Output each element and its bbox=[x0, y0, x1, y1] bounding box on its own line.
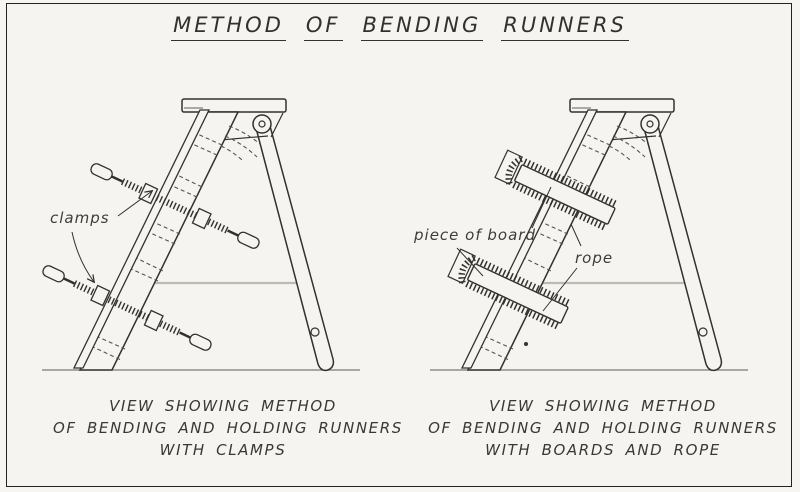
lamination-dashes bbox=[90, 125, 261, 361]
caption-line: VIEW SHOWING METHOD bbox=[109, 397, 337, 415]
rope-label: rope bbox=[575, 249, 614, 267]
title-word: BENDING bbox=[360, 13, 484, 41]
hinge-pivot bbox=[252, 114, 272, 134]
rope-band bbox=[465, 281, 559, 330]
hinge-pivot bbox=[640, 114, 660, 134]
right-figure-caption: VIEW SHOWING METHOD OF BENDING AND HOLDI… bbox=[428, 395, 778, 461]
lower-board-rope-assembly bbox=[447, 248, 570, 330]
rope-band bbox=[476, 257, 570, 306]
lamination-dashes bbox=[478, 125, 649, 361]
top-cap-board bbox=[181, 98, 287, 113]
rear-leg bbox=[643, 125, 723, 372]
clamps-leader-upper bbox=[117, 191, 152, 217]
piece-of-board bbox=[467, 263, 569, 324]
board-leader-lower bbox=[456, 247, 484, 277]
upper-clamp bbox=[90, 163, 260, 249]
leg-hole bbox=[698, 327, 708, 337]
page-title: METHOD OF BENDING RUNNERS bbox=[0, 13, 800, 41]
title-word: RUNNERS bbox=[501, 13, 629, 41]
left-figure-caption: VIEW SHOWING METHOD OF BENDING AND HOLDI… bbox=[53, 395, 403, 461]
front-leg-runner-form bbox=[72, 109, 261, 371]
piece-of-board-label: piece of board bbox=[414, 226, 536, 244]
gusset-line bbox=[658, 112, 672, 138]
board-leader-upper bbox=[531, 186, 552, 229]
top-cap-board bbox=[569, 98, 675, 113]
ink-dot bbox=[524, 342, 528, 346]
lower-clamp bbox=[42, 265, 212, 351]
right-trestle-boards-rope-drawing bbox=[430, 98, 748, 372]
title-word: METHOD bbox=[171, 13, 286, 41]
piece-of-board bbox=[514, 164, 616, 225]
caption-line: VIEW SHOWING METHOD bbox=[489, 397, 717, 415]
gusset-line bbox=[219, 135, 269, 141]
rope-band bbox=[512, 182, 606, 231]
caption-line: WITH BOARDS AND ROPE bbox=[485, 441, 721, 459]
rope-band bbox=[523, 158, 617, 207]
caption-line: WITH CLAMPS bbox=[159, 441, 287, 459]
leg-hole bbox=[310, 327, 320, 337]
clamps-label: clamps bbox=[50, 209, 110, 227]
gusset-line bbox=[270, 112, 284, 138]
left-trestle-clamps-drawing bbox=[42, 98, 360, 372]
upper-board-rope-assembly bbox=[494, 149, 617, 231]
caption-line: OF BENDING AND HOLDING RUNNERS bbox=[53, 419, 403, 437]
gusset-line bbox=[607, 135, 657, 141]
rear-leg bbox=[255, 125, 335, 372]
title-word: OF bbox=[303, 13, 343, 41]
rope-leader-lower bbox=[542, 267, 578, 312]
runner-strip bbox=[72, 109, 211, 369]
caption-line: OF BENDING AND HOLDING RUNNERS bbox=[428, 419, 778, 437]
rope-leader-upper bbox=[570, 223, 582, 247]
clamps-leader-lower bbox=[71, 231, 94, 282]
